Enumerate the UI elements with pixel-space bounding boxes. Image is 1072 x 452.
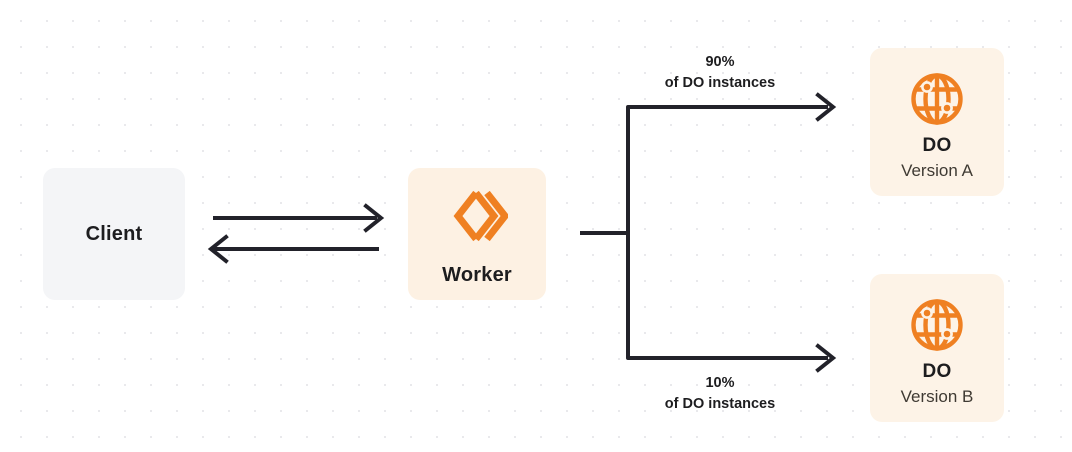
node-do-version-b[interactable]: DO Version B	[870, 274, 1004, 422]
globe-icon	[908, 70, 966, 128]
edge-label-do-a-description: of DO instances	[664, 75, 776, 92]
node-client-label: Client	[85, 222, 143, 245]
edge-label-do-b: 10% of DO instances	[610, 373, 830, 415]
node-do-version-a[interactable]: DO Version A	[870, 48, 1004, 196]
edge-label-do-a-percentage: 90%	[705, 54, 735, 70]
edge-label-do-b-percentage: 10%	[705, 375, 735, 391]
node-worker[interactable]: Worker	[408, 168, 546, 300]
node-do-a-label: DO	[922, 135, 952, 157]
edge-worker-split-trunk	[580, 107, 630, 358]
cloudflare-workers-logo-icon	[446, 185, 510, 247]
node-do-b-sublabel: Version B	[900, 386, 974, 406]
globe-icon	[908, 296, 966, 354]
node-do-b-label: DO	[922, 361, 952, 383]
node-worker-label: Worker	[442, 263, 512, 286]
edge-worker-to-do-a	[626, 92, 837, 122]
edge-worker-to-client	[207, 234, 379, 264]
edge-client-to-worker	[213, 203, 385, 233]
edge-label-do-a: 90% of DO instances	[610, 52, 830, 94]
node-client[interactable]: Client	[43, 168, 185, 300]
node-do-a-sublabel: Version A	[901, 160, 973, 180]
edge-label-do-b-description: of DO instances	[664, 396, 776, 413]
edge-worker-to-do-b	[626, 343, 837, 373]
